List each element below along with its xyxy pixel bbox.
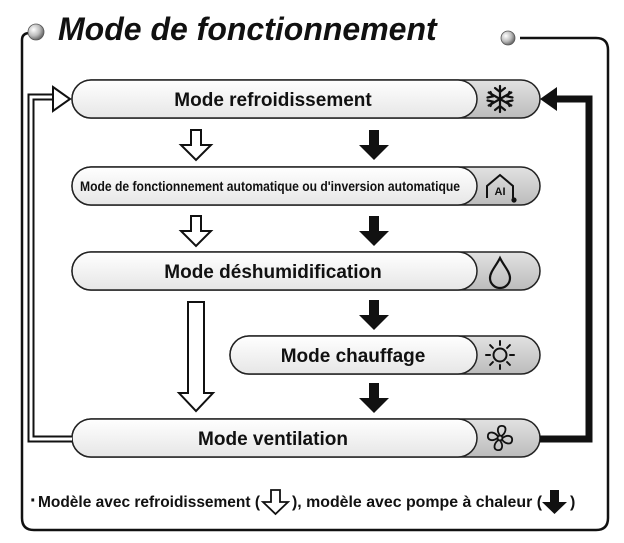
- legend-bullet: ·: [30, 490, 37, 512]
- hollow-arrow-cooling-to-auto: [178, 129, 214, 162]
- legend: · Modèle avec refroidissement ( ), modèl…: [30, 489, 575, 516]
- title-ball-right: [500, 30, 516, 46]
- heatpump-return-loop: [540, 95, 593, 443]
- hollow-arrow-dry-to-fan: [176, 301, 216, 413]
- auto-ai-icon: AI: [486, 173, 517, 203]
- page-title: Mode de fonctionnement: [58, 11, 438, 47]
- cooling-return-loop: [27, 93, 72, 443]
- mode-heat-box: Mode chauffage: [229, 335, 541, 375]
- mode-auto-box: Mode de fonctionnement automatique ou d'…: [71, 166, 541, 206]
- auto-ai-icon-text: AI: [495, 186, 506, 198]
- fan-icon: [486, 424, 514, 452]
- solid-arrow-auto-to-dry: [359, 216, 389, 246]
- legend-solid-arrow: [542, 490, 567, 514]
- mode-dry-label: Mode déshumidification: [164, 262, 381, 283]
- mode-auto-label: Mode de fonctionnement automatique ou d'…: [80, 179, 460, 194]
- mode-fan-box: Mode ventilation: [71, 418, 541, 458]
- mode-dry-box: Mode déshumidification: [71, 251, 541, 291]
- solid-arrow-heat-to-fan: [359, 383, 389, 413]
- title-ball-left: [27, 23, 45, 41]
- sun-icon: [485, 340, 515, 370]
- snowflake-icon: [486, 84, 514, 114]
- legend-text-close: ): [570, 494, 575, 511]
- mode-cooling-box: Mode refroidissement: [71, 79, 541, 119]
- water-drop-icon: [488, 255, 512, 290]
- mode-cooling-label: Mode refroidissement: [174, 90, 372, 111]
- mode-fan-label: Mode ventilation: [198, 429, 348, 450]
- solid-arrow-cooling-to-auto: [359, 130, 389, 160]
- cooling-return-arrowhead: [52, 85, 72, 113]
- heatpump-return-arrowhead: [540, 87, 557, 111]
- legend-text-cooling: Modèle avec refroidissement (: [38, 494, 261, 511]
- mode-heat-label: Mode chauffage: [281, 346, 426, 367]
- outer-frame: [20, 36, 610, 532]
- legend-hollow-arrow: [260, 489, 291, 516]
- solid-arrow-dry-to-heat: [359, 300, 389, 330]
- hollow-arrow-auto-to-dry: [178, 215, 214, 248]
- legend-text-heatpump: ), modèle avec pompe à chaleur (: [292, 494, 543, 511]
